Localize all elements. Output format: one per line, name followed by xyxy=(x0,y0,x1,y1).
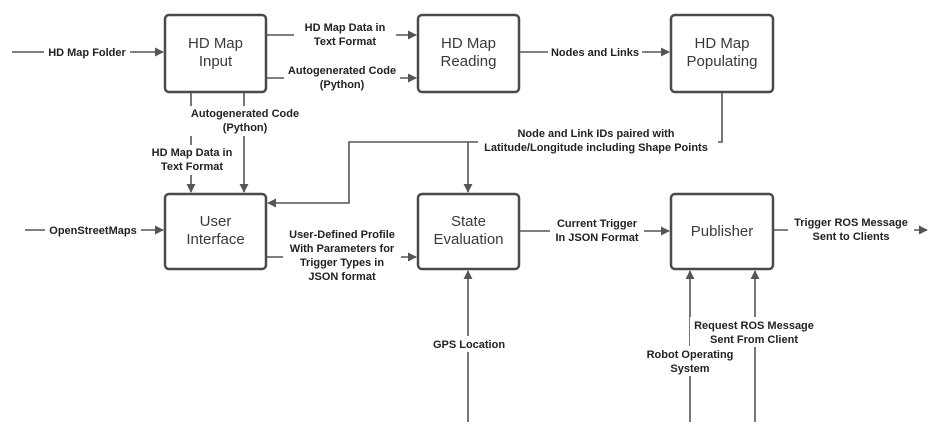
node-hd-map-populating: HD Map Populating xyxy=(669,13,775,94)
label-openstreetmaps: OpenStreetMaps xyxy=(49,225,136,237)
node-label-line: State xyxy=(451,213,486,230)
node-label-line: Publisher xyxy=(691,223,754,240)
edge-label-line: Current Trigger xyxy=(557,218,638,230)
edge-label-line: User-Defined Profile xyxy=(289,229,395,241)
label-input-to-ui-code: Autogenerated Code (Python) xyxy=(191,108,299,134)
edge-label-line: Node and Link IDs paired with xyxy=(517,128,674,140)
edge-label-line: (Python) xyxy=(223,122,268,134)
node-label-line: HD Map xyxy=(188,35,243,52)
edge-label-line: JSON format xyxy=(308,271,376,283)
label-publisher-out: Trigger ROS Message Sent to Clients xyxy=(794,217,908,243)
edge-label-line: (Python) xyxy=(320,79,365,91)
edge-label-line: OpenStreetMaps xyxy=(49,225,136,237)
label-input-to-ui-text: HD Map Data in Text Format xyxy=(152,147,233,173)
edge-label-line: Sent to Clients xyxy=(812,231,889,243)
label-input-to-reading-code: Autogenerated Code (Python) xyxy=(288,65,396,91)
edge-label-line: System xyxy=(670,363,709,375)
edge-label-line: HD Map Data in xyxy=(152,147,233,159)
label-ros-system: Robot Operating System xyxy=(647,349,734,375)
label-ui-to-state: User-Defined Profile With Parameters for… xyxy=(289,229,395,283)
edge-label-line: Nodes and Links xyxy=(551,47,639,59)
label-input-to-reading-text: HD Map Data in Text Format xyxy=(305,22,386,48)
edge-label-line: GPS Location xyxy=(433,339,505,351)
node-hd-map-reading: HD Map Reading xyxy=(416,13,521,94)
edge-label-line: Trigger ROS Message xyxy=(794,217,908,229)
label-backgrounds xyxy=(44,20,914,376)
node-state-evaluation: State Evaluation xyxy=(416,192,521,271)
label-state-to-publisher: Current Trigger In JSON Format xyxy=(555,218,638,244)
node-label-line: Populating xyxy=(687,53,758,70)
edge-label-line: HD Map Data in xyxy=(305,22,386,34)
edge-label-line: Autogenerated Code xyxy=(191,108,299,120)
label-gps: GPS Location xyxy=(433,339,505,351)
node-publisher: Publisher xyxy=(669,192,775,271)
node-label-line: HD Map xyxy=(694,35,749,52)
edge-populating-ids xyxy=(267,92,723,208)
node-label-line: Reading xyxy=(441,53,497,70)
node-user-interface: User Interface xyxy=(163,192,268,271)
label-populating-ids: Node and Link IDs paired with Latitude/L… xyxy=(484,128,708,154)
edge-label-line: Trigger Types in xyxy=(300,257,384,269)
node-label-line: Input xyxy=(199,53,233,70)
node-label-line: HD Map xyxy=(441,35,496,52)
node-label-line: Evaluation xyxy=(433,231,503,248)
edge-label-line: In JSON Format xyxy=(555,232,638,244)
node-label-line: Interface xyxy=(186,231,244,248)
edge-label-line: Sent From Client xyxy=(710,334,798,346)
edge-label-line: Request ROS Message xyxy=(694,320,814,332)
edge-label-line: Latitude/Longitude including Shape Point… xyxy=(484,142,708,154)
label-hd-map-folder: HD Map Folder xyxy=(48,47,126,59)
edge-label-line: HD Map Folder xyxy=(48,47,126,59)
edge-label-line: Text Format xyxy=(314,36,376,48)
label-reading-to-populating: Nodes and Links xyxy=(551,47,639,59)
node-label-line: User xyxy=(200,213,232,230)
edge-label-line: Autogenerated Code xyxy=(288,65,396,77)
edge-label-line: With Parameters for xyxy=(290,243,395,255)
node-hd-map-input: HD Map Input xyxy=(163,13,268,94)
edge-label-line: Text Format xyxy=(161,161,223,173)
edge-label-line: Robot Operating xyxy=(647,349,734,361)
label-ros-request: Request ROS Message Sent From Client xyxy=(694,320,814,346)
